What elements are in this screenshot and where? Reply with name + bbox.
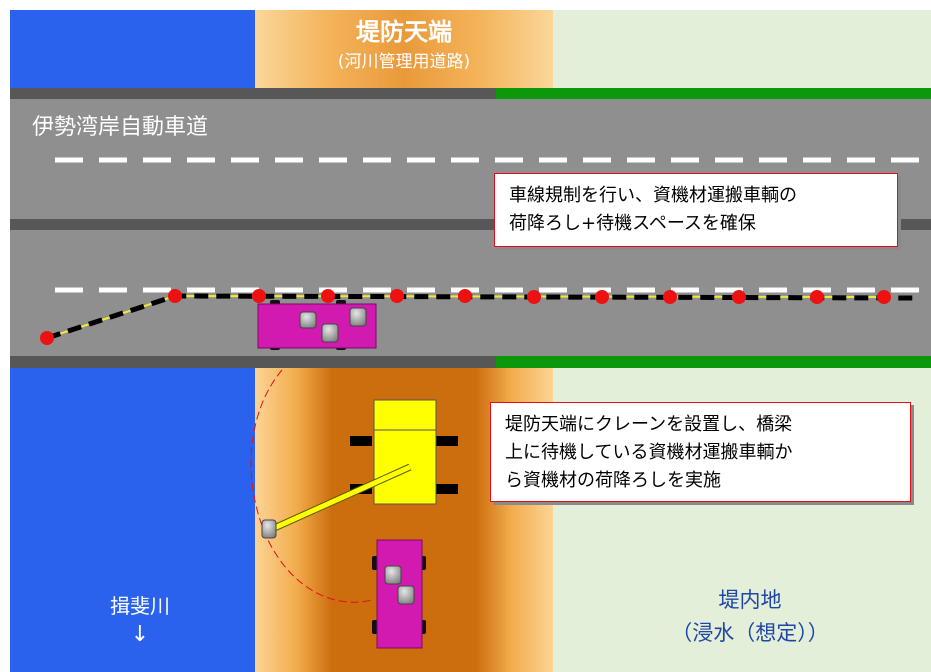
callout-crane-unloading-line3: ら資機材の荷降ろしを実施	[505, 470, 721, 491]
traffic-cone-icon	[663, 290, 677, 304]
inland-name: 堤内地	[718, 588, 782, 612]
crane-hook-drum-icon	[261, 519, 277, 539]
callout-crane-unloading-line1: 堤防天端にクレーンを設置し、橋梁	[505, 414, 793, 435]
river-name: 揖斐川	[110, 594, 170, 618]
callout-lane-restriction: 車線規制を行い、資機材運搬車輌の 荷降ろし+待機スペースを確保	[494, 173, 898, 247]
levee-subtitle: (河川管理用道路)	[337, 52, 471, 72]
green-edge-top	[496, 88, 931, 99]
inland-note: （浸水（想定））	[671, 621, 829, 645]
levee-title: 堤防天端	[356, 18, 452, 46]
callout-crane-unloading: 堤防天端にクレーンを設置し、橋梁 上に待機している資機材運搬車輌か ら資機材の荷…	[490, 402, 911, 502]
road-median	[10, 219, 931, 230]
callout-crane-unloading-line2: 上に待機している資機材運搬車輌か	[505, 442, 793, 463]
traffic-cone-icon	[458, 289, 472, 303]
cargo-drum-icon	[397, 585, 415, 605]
callout-lane-restriction-line2: 荷降ろし+待機スペースを確保	[509, 213, 756, 234]
traffic-cone-icon	[321, 289, 335, 303]
callout-lane-restriction-line1: 車線規制を行い、資機材運搬車輌の	[509, 185, 797, 206]
truck-icon-on-bridge	[257, 300, 377, 350]
road-edge-top	[10, 88, 496, 99]
traffic-cone-icon	[168, 289, 182, 303]
road-edge-bottom	[10, 356, 496, 368]
levee-area-top	[255, 10, 553, 90]
river-flow-arrow: ↓	[130, 622, 150, 647]
crane-icon	[261, 399, 458, 539]
traffic-cone-icon	[390, 289, 404, 303]
traffic-cones	[40, 289, 891, 345]
highway-name: 伊勢湾岸自動車道	[32, 115, 209, 140]
cargo-drum-icon	[384, 565, 402, 585]
truck-icon-on-levee	[372, 539, 426, 649]
traffic-cone-icon	[252, 289, 266, 303]
traffic-cone-icon	[595, 290, 609, 304]
cargo-drum-icon	[299, 307, 367, 343]
traffic-cone-icon	[877, 290, 891, 304]
crane-swing-arc	[250, 369, 373, 603]
traffic-cone-icon	[810, 290, 824, 304]
green-edge-bottom	[496, 356, 931, 368]
traffic-cone-icon	[732, 290, 746, 304]
traffic-cone-icon	[40, 331, 54, 345]
traffic-cone-icon	[527, 290, 541, 304]
